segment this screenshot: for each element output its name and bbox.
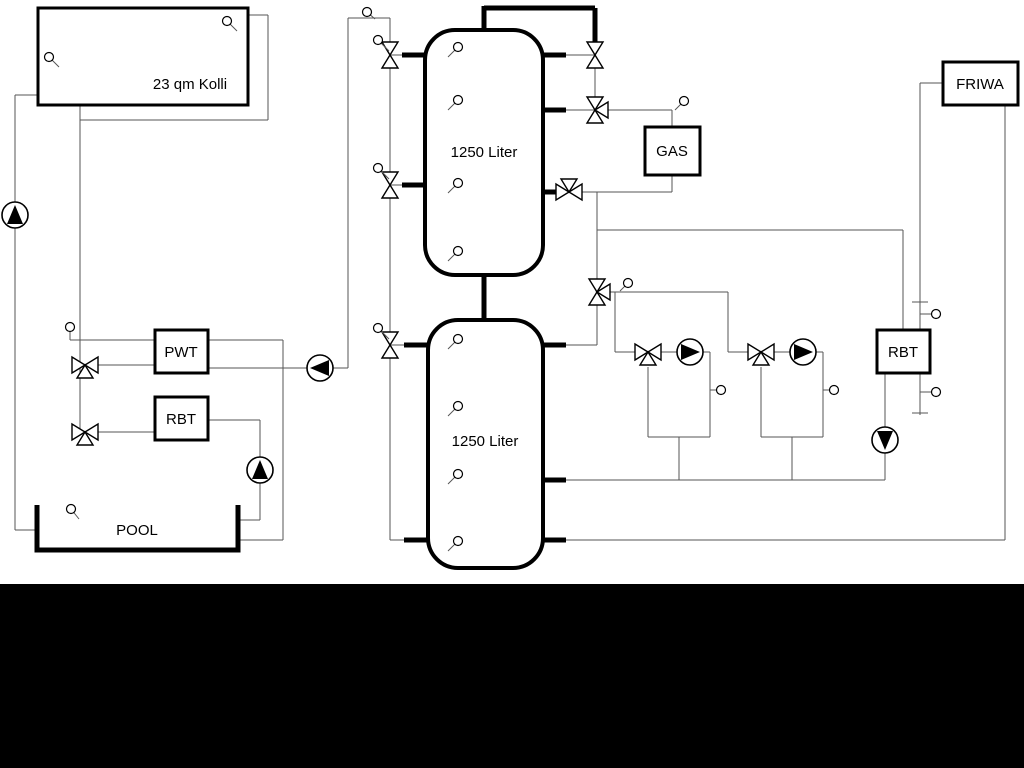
temperature-sensor-icon	[447, 468, 464, 485]
buffer-tank-top	[423, 28, 545, 277]
three-way-valve-icon	[71, 355, 99, 379]
temperature-sensor-icon	[447, 177, 464, 194]
temperature-sensor-icon	[674, 95, 690, 111]
temperature-sensor-icon	[65, 503, 80, 520]
pwt-label: PWT	[164, 344, 197, 361]
temperature-sensor-icon	[372, 34, 390, 52]
three-way-valve-icon	[747, 342, 775, 366]
temperature-sensor-icon	[43, 51, 60, 68]
rbt-pump-icon	[871, 426, 899, 454]
pwt-box	[153, 328, 210, 375]
three-way-valve-icon	[585, 96, 609, 124]
pool-container	[34, 505, 241, 553]
temperature-sensor-icon	[920, 386, 942, 398]
temperature-sensor-icon	[372, 322, 390, 340]
rbt-left-box	[153, 395, 210, 442]
solar-collector-box	[36, 6, 250, 107]
temperature-sensor-icon	[447, 41, 464, 58]
heating-pump-1-icon	[676, 338, 704, 366]
temperature-sensor-icon	[447, 535, 464, 552]
temperature-sensor-icon	[920, 308, 942, 320]
temperature-sensor-icon	[823, 384, 840, 396]
three-way-valve-icon	[71, 422, 99, 446]
temperature-sensor-icon	[221, 15, 238, 32]
temperature-sensor-icon	[447, 400, 464, 417]
three-way-valve-icon	[555, 178, 583, 202]
rbt-right-label: RBT	[888, 344, 918, 361]
pool-label: POOL	[116, 522, 158, 539]
three-way-valve-icon	[634, 342, 662, 366]
friwa-box	[941, 60, 1020, 107]
rbt-left-label: RBT	[166, 411, 196, 428]
shutoff-valve-icon	[380, 171, 400, 199]
temperature-sensor-icon	[372, 162, 390, 180]
gas-boiler-box	[643, 125, 702, 177]
gas-label: GAS	[656, 143, 688, 160]
tank-bottom-label: 1250 Liter	[452, 433, 519, 450]
friwa-label: FRIWA	[956, 76, 1004, 93]
collector-label: 23 qm Kolli	[153, 76, 227, 93]
heating-pump-2-icon	[789, 338, 817, 366]
pool-pump-icon	[246, 456, 274, 484]
solar-pump-icon	[1, 201, 29, 229]
buffer-tank-bottom	[426, 318, 545, 570]
temperature-sensor-icon	[447, 245, 464, 262]
rbt-right-box	[875, 328, 932, 375]
shutoff-valve-icon	[585, 41, 605, 69]
tank-top-label: 1250 Liter	[451, 144, 518, 161]
temperature-sensor-icon	[361, 6, 376, 20]
temperature-sensor-icon	[447, 333, 464, 350]
temperature-sensor-icon	[710, 384, 727, 396]
footer-bar	[0, 584, 1024, 768]
temperature-sensor-icon	[447, 94, 464, 111]
circulation-pump-icon	[306, 354, 334, 382]
three-way-valve-icon	[587, 278, 611, 306]
temperature-sensor-icon	[619, 277, 634, 292]
temperature-sensor-icon	[64, 321, 76, 340]
shutoff-valve-icon	[380, 331, 400, 359]
